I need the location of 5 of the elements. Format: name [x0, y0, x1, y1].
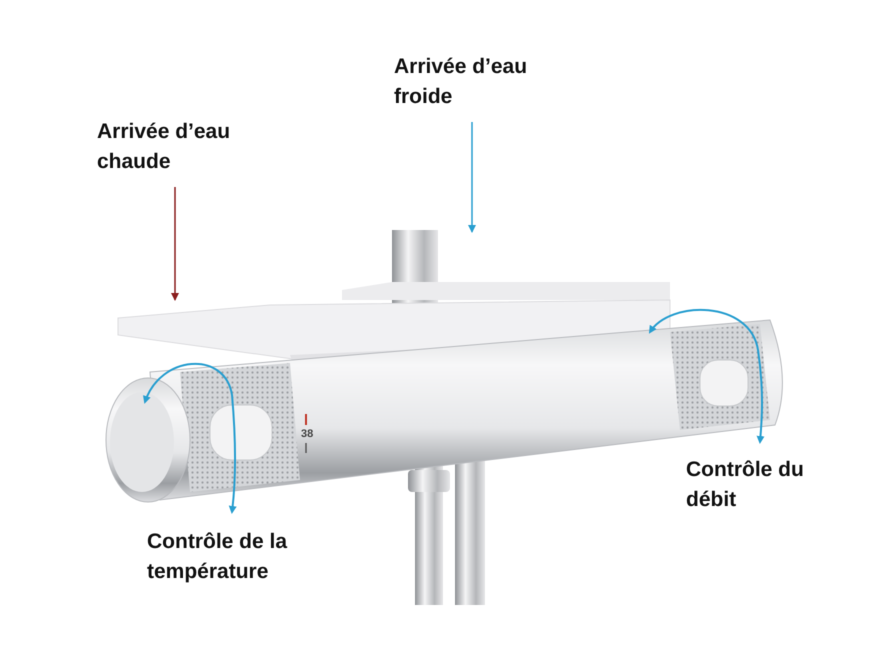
callout-label: Arrivée d’eau froide: [394, 52, 554, 112]
callout-label: Contrôle du débit: [686, 457, 805, 513]
temperature-marking: 38: [301, 428, 314, 440]
callout-label: Arrivée d’eau chaude: [97, 117, 267, 177]
callout-label: Contrôle de la température: [147, 529, 288, 585]
